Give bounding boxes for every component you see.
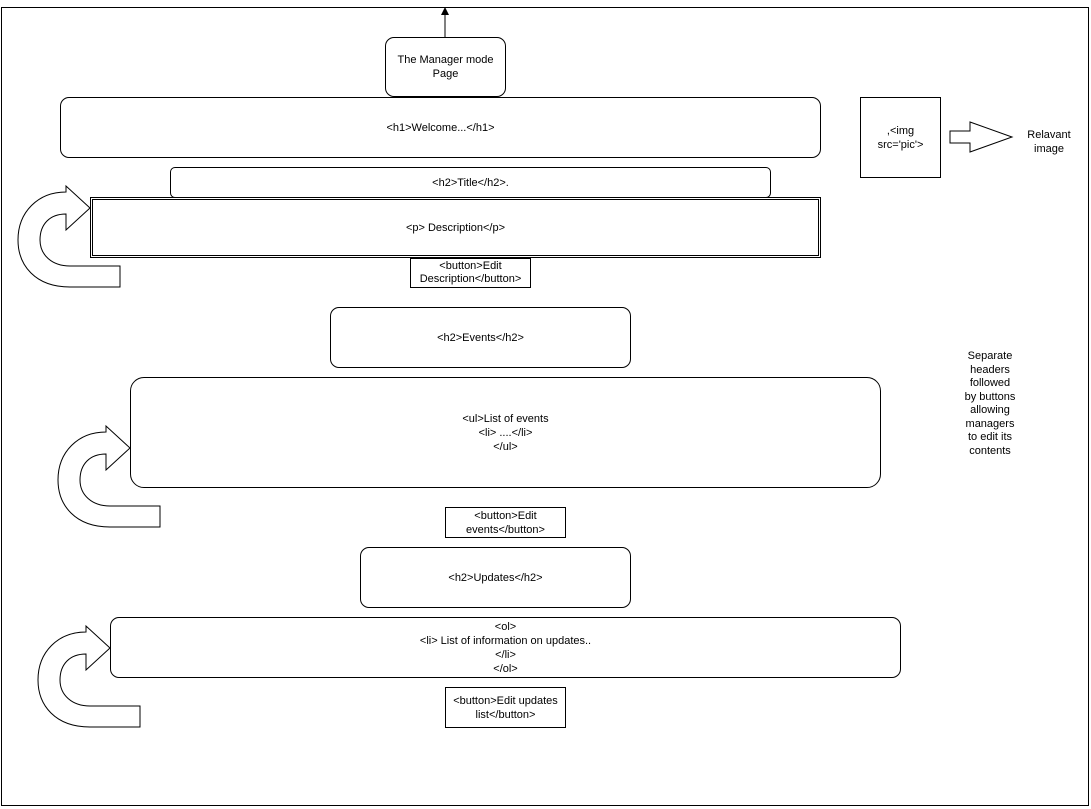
edit-events-button-box: <button>Edit events</button> [445,507,566,538]
loop-arrow-3 [37,624,141,728]
page-box: The Manager mode Page [385,37,506,97]
p-description-box: <p> Description</p> [90,197,821,258]
right-block-arrow [949,121,1014,153]
h1-box: <h1>Welcome...</h1> [60,97,821,158]
ol-updates-box: <ol> <li> List of information on updates… [110,617,901,678]
side-note: Separate headers followed by buttons all… [964,350,1016,457]
loop-arrow-1 [17,184,121,288]
image-box: ,<img src='pic'> [860,97,941,178]
image-label: Relavant image [1027,129,1071,155]
loop-arrow-2 [57,424,161,528]
h2-title-box: <h2>Title</h2>. [170,167,771,198]
up-arrow-head [441,7,449,15]
edit-updates-button-box: <button>Edit updates list</button> [445,687,566,728]
edit-description-button-box: <button>Edit Description</button> [410,258,531,288]
h2-events-box: <h2>Events</h2> [330,307,631,368]
diagram-frame [1,7,1089,806]
h2-updates-box: <h2>Updates</h2> [360,547,631,608]
ul-events-box: <ul>List of events <li> ....</li> </ul> [130,377,881,488]
